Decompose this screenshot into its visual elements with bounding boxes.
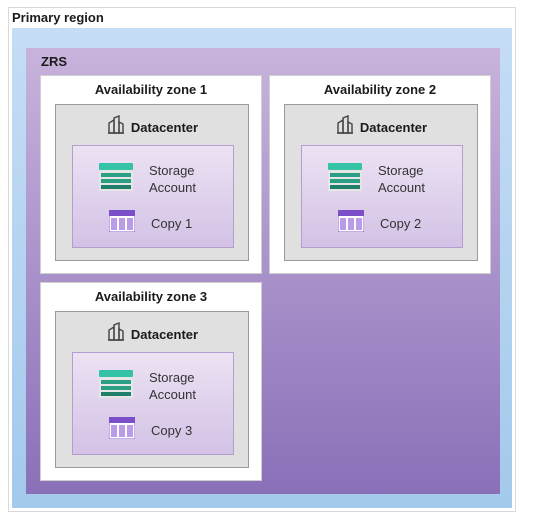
datacenter-icon [106,321,126,347]
primary-region: Primary region ZRS Availability zone 1 [8,7,516,512]
zone-title: Availability zone 1 [94,82,208,97]
datacenter-label: Datacenter [359,119,428,135]
storage-account-box: Storage Account [72,145,234,248]
zone-title: Availability zone 3 [94,289,208,304]
copy-label: Copy 2 [380,216,422,231]
copy-item: Copy 1 [108,209,193,237]
storage-label-line1: Storage [378,163,424,178]
table-copy-icon [108,209,136,237]
storage-account-box: Storage Account [301,145,463,248]
table-copy-icon [337,209,365,237]
storage-label-line2: Account [149,180,196,195]
region-body: ZRS Availability zone 1 [12,28,512,508]
region-title: Primary region [12,10,104,25]
table-copy-icon [108,416,136,444]
storage-account-icon [99,369,133,403]
availability-zone-1: Availability zone 1 Datacenter [40,75,262,274]
datacenter-icon [335,114,355,140]
datacenter-label: Datacenter [130,119,199,135]
storage-account-label: Storage Account [378,162,425,196]
storage-account: Storage Account [99,369,196,403]
datacenter-box: Datacenter [55,104,249,261]
datacenter-label: Datacenter [130,326,199,342]
datacenter-icon [106,114,126,140]
storage-account-icon [99,162,133,196]
datacenter-box: Datacenter [55,311,249,468]
zrs-container: ZRS Availability zone 1 [26,48,500,494]
storage-account: Storage Account [99,162,196,196]
datacenter-box: Datacenter [284,104,478,261]
availability-zone-2: Availability zone 2 Datacenter [269,75,491,274]
copy-label: Copy 1 [151,216,193,231]
zrs-label: ZRS [41,54,67,69]
storage-account-icon [328,162,362,196]
datacenter-header: Datacenter [285,114,477,140]
storage-label-line1: Storage [149,370,195,385]
availability-zone-3: Availability zone 3 Datacenter [40,282,262,481]
datacenter-header: Datacenter [56,114,248,140]
storage-account: Storage Account [328,162,425,196]
zone-title: Availability zone 2 [323,82,437,97]
datacenter-header: Datacenter [56,321,248,347]
storage-account-label: Storage Account [149,162,196,196]
copy-item: Copy 2 [337,209,422,237]
storage-label-line2: Account [378,180,425,195]
storage-account-label: Storage Account [149,369,196,403]
storage-label-line1: Storage [149,163,195,178]
storage-account-box: Storage Account [72,352,234,455]
copy-item: Copy 3 [108,416,193,444]
copy-label: Copy 3 [151,423,193,438]
storage-label-line2: Account [149,387,196,402]
